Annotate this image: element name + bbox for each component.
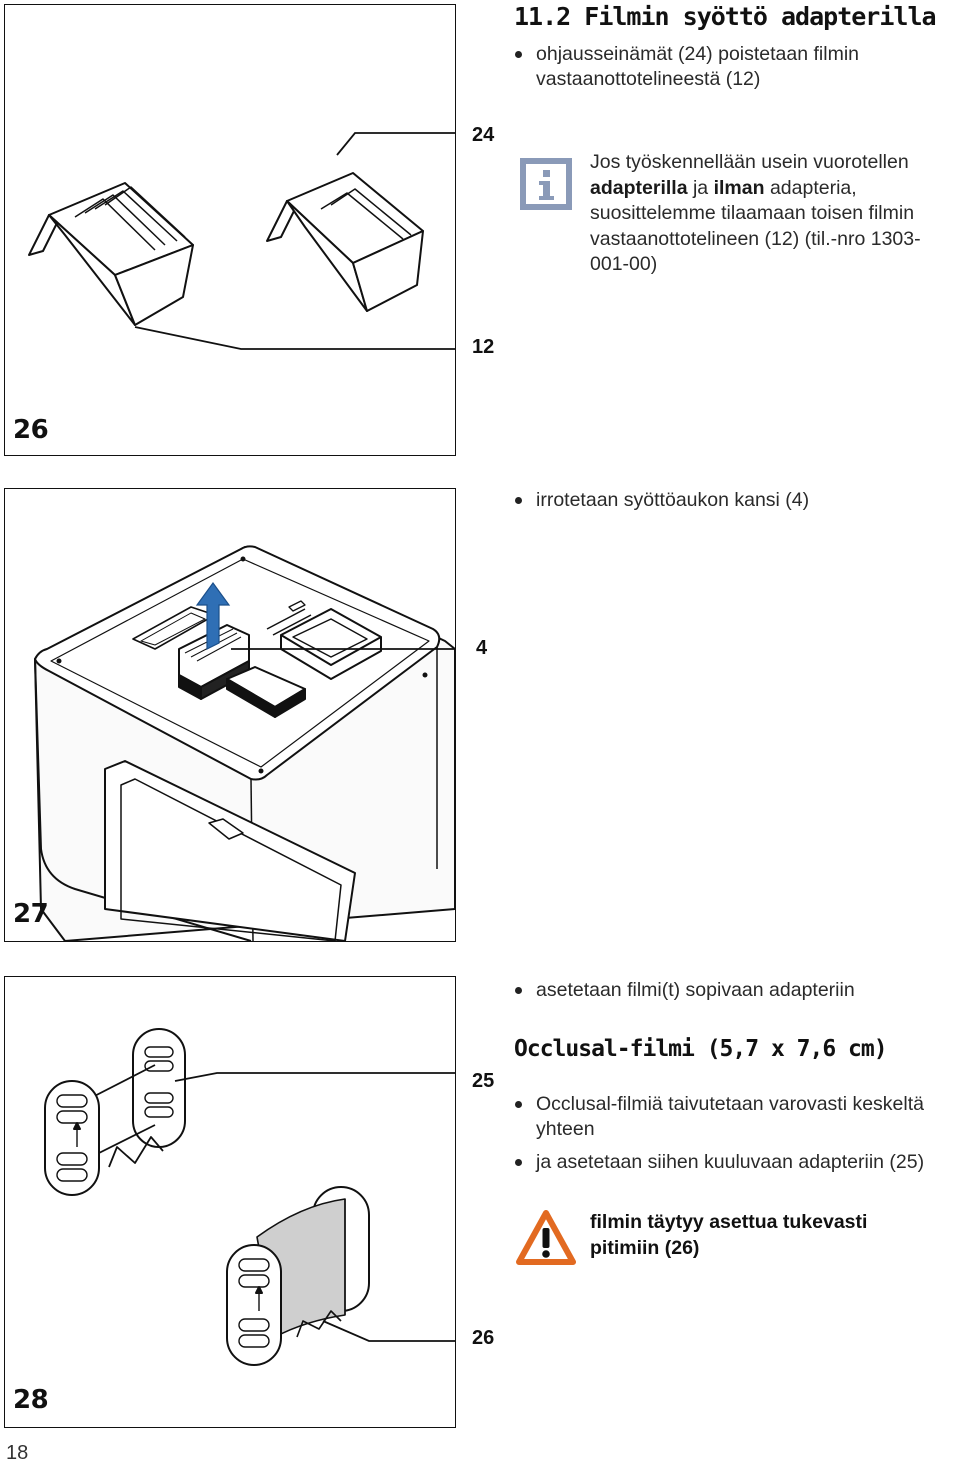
bullet-insert-film: asetetaan filmi(t) sopivaan adapteriin <box>514 978 956 1003</box>
page-number: 18 <box>6 1442 29 1464</box>
section-number: 11.2 <box>514 2 571 31</box>
bullet-insert-adapter: ja asetetaan siihen kuuluvaan adapteriin… <box>514 1150 956 1175</box>
info-text-bold-ilman: ilman <box>713 176 765 199</box>
figure-26: 26 <box>4 4 456 456</box>
warning-text: filmin täytyy asettua tukevasti pitimiin… <box>590 1211 868 1259</box>
bullet-remove-guides: ohjausseinämät (24) poistetaan filmin va… <box>514 42 896 92</box>
section-heading: Filmin syöttö adapterilla <box>584 2 936 31</box>
bullet-bend-film: Occlusal-filmiä taivutetaan varovasti ke… <box>514 1092 936 1142</box>
occlusal-heading: Occlusal-filmi (5,7 x 7,6 cm) <box>514 1036 888 1062</box>
callout-12: 12 <box>472 336 495 358</box>
figure-number: 27 <box>13 899 49 929</box>
info-text-part: Jos työskennellään usein vuorotellen <box>590 151 909 173</box>
info-text-part: ja <box>692 176 709 199</box>
figure-number: 26 <box>13 415 49 445</box>
info-text-part: adapteria, suosittelemme tilaamaan toise… <box>590 176 921 276</box>
callout-25: 25 <box>472 1070 495 1092</box>
figure-28: 28 <box>4 976 456 1428</box>
info-icon <box>520 158 572 210</box>
info-text-bold-adapterilla: adapterilla <box>590 176 688 199</box>
callout-26: 26 <box>472 1327 495 1349</box>
callout-4: 4 <box>476 637 488 659</box>
film-receiver-illustration <box>28 132 455 350</box>
section-title: 11.2 Filmin syöttö adapterilla <box>514 2 937 31</box>
adapter-illustration <box>44 1028 455 1366</box>
info-note-text: Jos työskennellään usein vuorotellen ada… <box>590 150 958 278</box>
figure-27: 27 <box>4 488 456 942</box>
figure-number: 28 <box>13 1385 49 1415</box>
warning-icon <box>516 1210 576 1265</box>
device-top-illustration <box>34 545 455 941</box>
callout-24: 24 <box>472 124 495 146</box>
bullet-remove-cover: irrotetaan syöttöaukon kansi (4) <box>514 488 956 513</box>
